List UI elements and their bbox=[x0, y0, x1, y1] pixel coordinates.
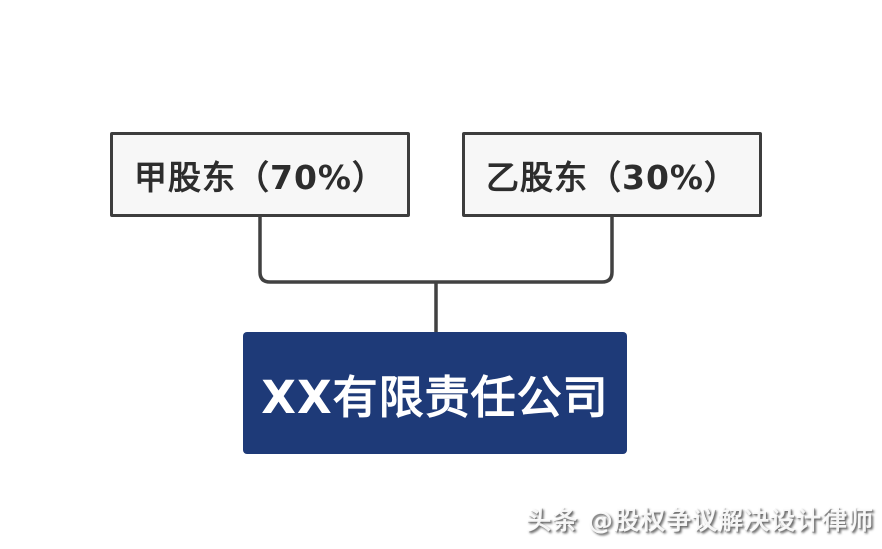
shareholder-box-a: 甲股东（70%） bbox=[110, 132, 410, 217]
bracket-line bbox=[258, 216, 614, 284]
watermark: 头条 @股权争议解决设计律师 bbox=[526, 506, 874, 535]
shareholder-b-label: 乙股东（30%） bbox=[486, 157, 738, 197]
company-label: XX有限责任公司 bbox=[261, 370, 609, 424]
company-box: XX有限责任公司 bbox=[243, 332, 627, 454]
shareholder-a-label: 甲股东（70%） bbox=[134, 157, 386, 197]
shareholder-box-b: 乙股东（30%） bbox=[462, 132, 762, 217]
